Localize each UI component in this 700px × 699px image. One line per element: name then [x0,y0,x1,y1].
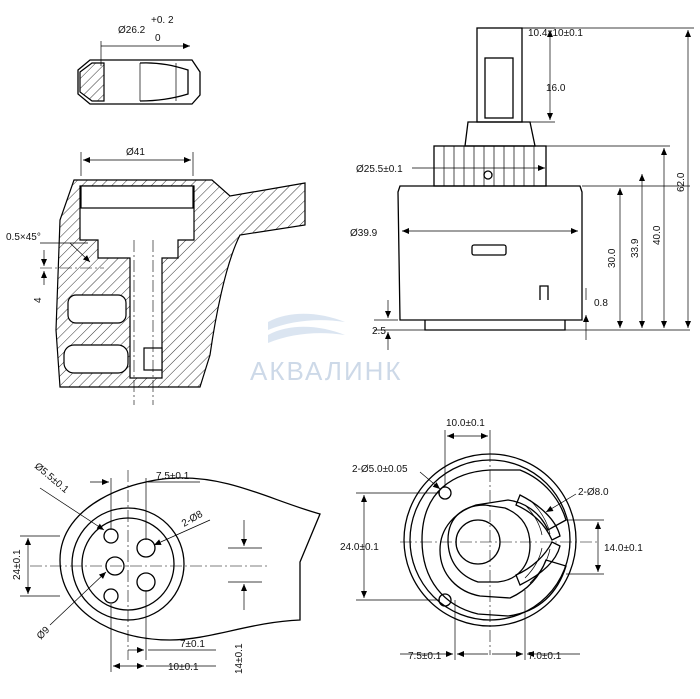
height-40-label: 40.0 [652,225,663,245]
sleeve-bore-label: Ø26.2 [118,25,146,36]
depth-label: 4 [33,297,44,303]
bottom-75-label: 7.5±0.1 [408,651,442,662]
seat-plan-view: 7.5±0.1 Ø5.5±0.1 2-Ø8 24±0.1 Ø9 7±0.1 10… [12,461,321,674]
stem-length-label: 16.0 [546,83,566,94]
height-240-label: 24.0±0.1 [340,542,379,553]
cartridge-view: 10.4x10±0.1 16.0 Ø25.5±0.1 Ø39.9 30.0 33… [350,27,694,350]
top-10-label: 10.0±0.1 [446,418,485,429]
sleeve-view: Ø26.2 +0. 2 0 [77,15,201,105]
bore-9-label: Ø9 [35,624,53,642]
height-339-label: 33.9 [630,238,641,258]
head-diameter-label: Ø25.5±0.1 [356,164,403,175]
gap-25-label: 2.5 [372,326,386,337]
height-24-label: 24±0.1 [12,549,23,580]
pitch-10-label: 10±0.1 [168,662,199,673]
section-bore-label: Ø41 [126,147,145,158]
chamfer-label: 0.5×45° [6,232,41,243]
height-140-label: 14.0±0.1 [604,543,643,554]
gap-08-label: 0.8 [594,298,608,309]
sleeve-tol-lower: 0 [155,33,161,44]
holes-55-label: Ø5.5±0.1 [32,461,71,496]
holes-50-label: 2-Ø5.0±0.05 [352,464,408,475]
height-30-label: 30.0 [607,248,618,268]
pitch-75-label: 7.5±0.1 [156,471,190,482]
body-section-view: Ø41 0.5×45° 4 [6,147,306,405]
pitch-7-label: 7±0.1 [180,639,205,650]
body-diameter-label: Ø39.9 [350,228,378,239]
watermark: АКВАЛИНК [250,313,403,386]
ports-80-label: 2-Ø8.0 [578,487,609,498]
height-14-label: 14±0.1 [234,643,245,674]
bottom-70-label: 7.0±0.1 [528,651,562,662]
sleeve-tol-upper: +0. 2 [151,15,174,26]
height-62-label: 62.0 [676,172,687,192]
pins-8-label: 2-Ø8 [180,509,205,530]
watermark-text: АКВАЛИНК [250,356,403,386]
stem-size-label: 10.4x10±0.1 [528,28,583,39]
cartridge-bottom-view: 10.0±0.1 2-Ø5.0±0.05 2-Ø8.0 24.0±0.1 14.… [340,418,643,662]
